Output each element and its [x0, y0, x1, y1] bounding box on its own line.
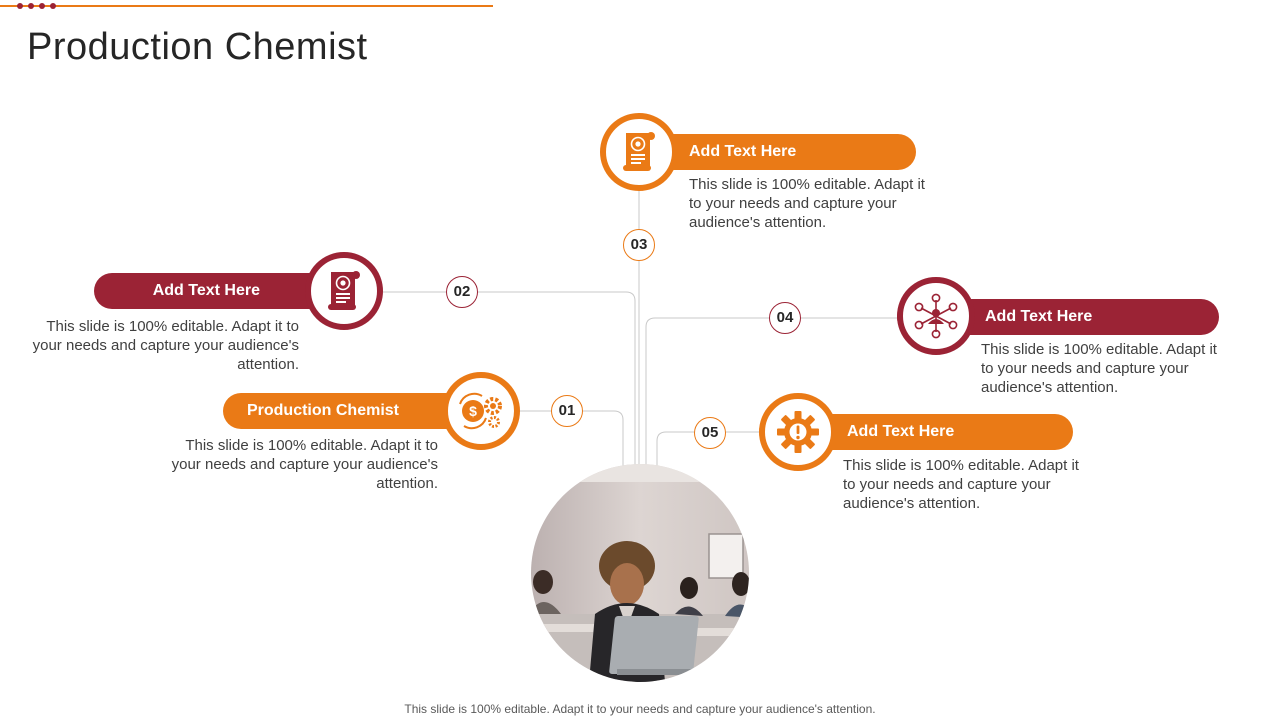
slide-footer-note: This slide is 100% editable. Adapt it to…	[404, 702, 876, 716]
item-04-label: Add Text Here	[985, 308, 1093, 325]
item-04-description: This slide is 100% editable. Adapt it to…	[981, 341, 1217, 396]
certificate-scroll-icon	[623, 132, 655, 171]
item-02-description: This slide is 100% editable. Adapt it to…	[32, 318, 299, 373]
item-02-icon-ring	[305, 252, 383, 330]
item-05-label: Add Text Here	[847, 423, 955, 440]
item-05-description: This slide is 100% editable. Adapt it to…	[843, 457, 1079, 512]
item-03-number-badge: 03	[623, 229, 655, 261]
item-05-number-badge: 05	[694, 417, 726, 449]
item-05-icon-ring	[759, 393, 837, 471]
item-02-label: Add Text Here	[152, 282, 260, 299]
header-accent-dots	[17, 3, 61, 21]
item-01-label: Production Chemist	[246, 402, 399, 419]
item-02-label-pill: Add Text Here	[94, 273, 344, 309]
dollar-gears-icon: $	[459, 392, 502, 430]
item-04-number-badge: 04	[769, 302, 801, 334]
svg-text:$: $	[469, 403, 477, 419]
item-01-description: This slide is 100% editable. Adapt it to…	[171, 437, 438, 492]
certificate-scroll-icon	[328, 271, 360, 310]
network-people-icon	[914, 293, 958, 339]
item-01-icon-ring: $	[442, 372, 520, 450]
item-01-label-pill: Production Chemist	[223, 393, 483, 429]
item-04-icon-ring	[897, 277, 975, 355]
item-03-description: This slide is 100% editable. Adapt it to…	[689, 176, 925, 231]
item-03-icon-ring	[600, 113, 678, 191]
item-03-label: Add Text Here	[689, 143, 797, 160]
gear-warning-icon	[777, 411, 819, 453]
header-accent-line	[0, 5, 493, 7]
slide-title: Production Chemist	[27, 26, 368, 68]
item-01-number-badge: 01	[551, 395, 583, 427]
item-02-number-badge: 02	[446, 276, 478, 308]
office-worker-photo	[531, 464, 749, 682]
